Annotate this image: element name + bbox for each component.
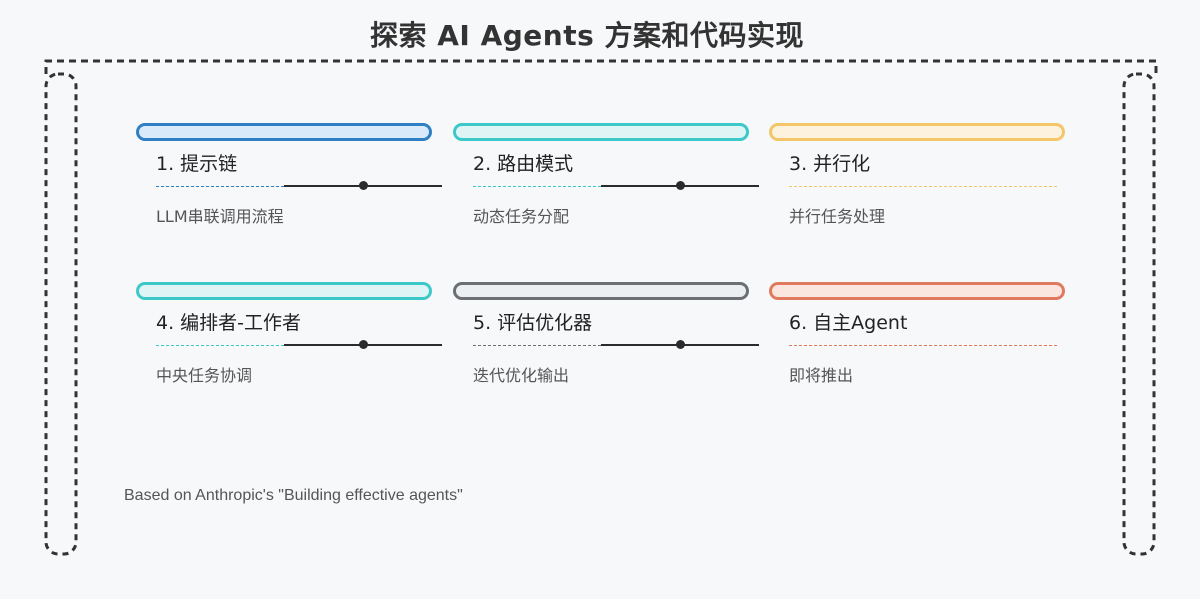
- pattern-card[interactable]: 1. 提示链 LLM串联调用流程: [136, 123, 442, 233]
- left-scroll-handle: [44, 72, 78, 556]
- card-slider[interactable]: [601, 337, 759, 353]
- card-color-bar: [136, 282, 432, 300]
- card-color-bar: [453, 123, 749, 141]
- pattern-card[interactable]: 3. 并行化并行任务处理: [769, 123, 1065, 233]
- card-title: 4. 编排者-工作者: [156, 312, 302, 334]
- frame-top-border: [44, 59, 1158, 74]
- card-slider[interactable]: [601, 178, 759, 194]
- card-color-bar: [453, 282, 749, 300]
- slider-knob[interactable]: [359, 181, 368, 190]
- right-scroll-handle: [1122, 72, 1156, 556]
- card-slider[interactable]: [284, 178, 442, 194]
- pattern-card[interactable]: 2. 路由模式动态任务分配: [453, 123, 759, 233]
- card-title: 3. 并行化: [789, 153, 871, 175]
- card-subtitle: 并行任务处理: [789, 207, 886, 226]
- card-color-bar: [136, 123, 432, 141]
- card-color-bar: [769, 282, 1065, 300]
- card-subtitle: 动态任务分配: [473, 207, 570, 226]
- card-title: 2. 路由模式: [473, 153, 574, 175]
- card-slider[interactable]: [284, 337, 442, 353]
- card-subtitle: 即将推出: [789, 366, 854, 385]
- pattern-card[interactable]: 5. 评估优化器迭代优化输出: [453, 282, 759, 392]
- slider-knob[interactable]: [676, 340, 685, 349]
- card-divider: [789, 186, 1057, 187]
- footer-credit: Based on Anthropic's "Building effective…: [124, 487, 463, 504]
- card-divider: [789, 345, 1057, 346]
- card-subtitle: 中央任务协调: [156, 366, 253, 385]
- pattern-card[interactable]: 4. 编排者-工作者中央任务协调: [136, 282, 442, 392]
- slider-knob[interactable]: [359, 340, 368, 349]
- card-subtitle: 迭代优化输出: [473, 366, 570, 385]
- slider-knob[interactable]: [676, 181, 685, 190]
- card-subtitle: LLM串联调用流程: [156, 207, 284, 226]
- card-color-bar: [769, 123, 1065, 141]
- card-title: 6. 自主Agent: [789, 312, 908, 334]
- card-title: 5. 评估优化器: [473, 312, 593, 334]
- page-title: 探索 AI Agents 方案和代码实现: [369, 19, 805, 52]
- card-title: 1. 提示链: [156, 153, 238, 175]
- pattern-card[interactable]: 6. 自主Agent 即将推出: [769, 282, 1065, 392]
